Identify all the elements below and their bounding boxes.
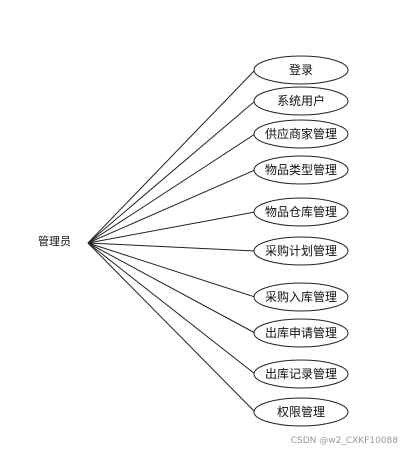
watermark: CSDN @w2_CXKF10088 — [291, 436, 399, 446]
use-case-9: 出库记录管理 — [253, 359, 349, 389]
use-case-ellipse — [253, 155, 349, 185]
association-line-3 — [87, 133, 256, 244]
use-case-label: 出库记录管理 — [265, 366, 337, 381]
use-case-ellipse — [253, 86, 349, 116]
use-case-ellipse — [253, 119, 349, 149]
use-case-label: 登录 — [289, 62, 313, 77]
use-case-10: 权限管理 — [253, 397, 349, 427]
association-line-5 — [87, 211, 256, 244]
use-case-label: 权限管理 — [277, 404, 325, 419]
use-case-7: 采购入库管理 — [253, 282, 349, 312]
use-case-ellipse — [253, 197, 349, 227]
association-line-9 — [87, 242, 256, 375]
use-case-4: 物品类型管理 — [253, 155, 349, 185]
association-line-1 — [87, 69, 256, 244]
association-line-4 — [87, 169, 256, 244]
use-case-label: 供应商家管理 — [265, 126, 337, 141]
use-case-label: 出库申请管理 — [265, 325, 337, 340]
use-case-ellipse — [253, 282, 349, 312]
use-case-ellipse — [253, 236, 349, 266]
use-case-8: 出库申请管理 — [253, 318, 349, 348]
association-line-8 — [87, 242, 256, 334]
use-case-ellipse — [253, 318, 349, 348]
use-case-label: 物品仓库管理 — [265, 204, 337, 219]
use-case-ellipse — [253, 55, 349, 85]
use-case-6: 采购计划管理 — [253, 236, 349, 266]
use-case-1: 登录 — [253, 55, 349, 85]
association-line-7 — [87, 242, 256, 298]
association-lines — [87, 69, 256, 413]
use-case-ellipse — [253, 359, 349, 389]
use-case-nodes: 登录系统用户供应商家管理物品类型管理物品仓库管理采购计划管理采购入库管理出库申请… — [253, 55, 349, 427]
use-case-label: 物品类型管理 — [265, 162, 337, 177]
actor-label: 管理员 — [38, 234, 71, 248]
use-case-3: 供应商家管理 — [253, 119, 349, 149]
use-case-label: 采购计划管理 — [265, 243, 337, 258]
association-line-6 — [87, 242, 256, 252]
use-case-ellipse — [253, 397, 349, 427]
association-line-10 — [87, 242, 256, 413]
association-line-2 — [87, 100, 256, 244]
use-case-label: 系统用户 — [277, 93, 325, 108]
use-case-label: 采购入库管理 — [265, 289, 337, 304]
use-case-2: 系统用户 — [253, 86, 349, 116]
use-case-5: 物品仓库管理 — [253, 197, 349, 227]
